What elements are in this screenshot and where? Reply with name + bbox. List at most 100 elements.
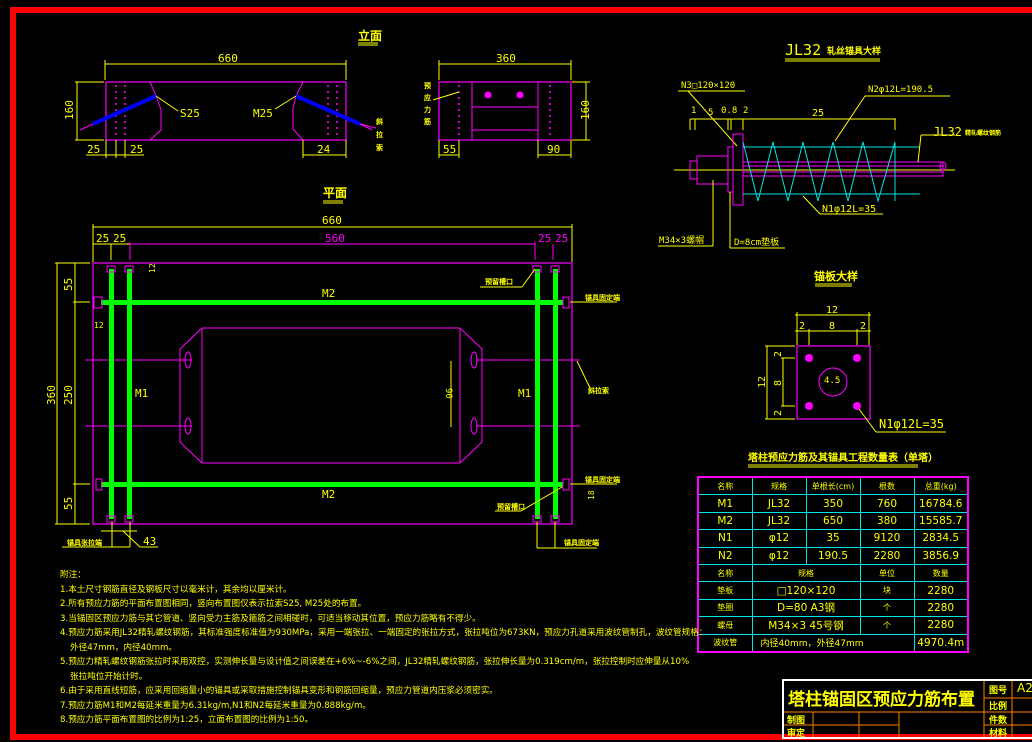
table-header-row-2: 名称 规格 单位 数量 bbox=[697, 563, 969, 583]
cell: N1 bbox=[697, 529, 753, 548]
drawing-no: A2 bbox=[1017, 681, 1032, 695]
note-line: 6.由于采用直线短筋，应采用回缩量小的锚具或采取措施控制锚具变形和钢筋回缩量，预… bbox=[60, 686, 498, 696]
table-row: 波纹管 内径40mm，外径47mm 4970.4m bbox=[697, 633, 969, 653]
callout-fixed-end-right: 锚具固定端 bbox=[585, 475, 620, 484]
label-scale: 比例 bbox=[989, 702, 1008, 712]
plan-dim-250: 250 bbox=[62, 385, 75, 405]
th-length: 单根长(cm) bbox=[805, 476, 861, 496]
anchor-dim-0-8: 0.8 bbox=[721, 106, 737, 116]
table-row: M2 JL32 650 380 15585.7 bbox=[697, 511, 969, 531]
plan-dim-55-top: 55 bbox=[62, 278, 75, 291]
note-line: 4.预应力筋采用JL32精轧螺纹钢筋，其标准强度标准值为930MPa，采用一端张… bbox=[60, 628, 708, 638]
quantity-table: 名称 规格 单根长(cm) 根数 总重(kg) M1 JL32 350 760 … bbox=[697, 476, 969, 653]
anchor-nut: M34×3螺帽 bbox=[659, 234, 704, 246]
cell: D=80 A3钢 bbox=[751, 598, 861, 618]
bar-m1-left-b bbox=[127, 269, 132, 519]
elevation-left-view: 660 S25 M25 160 25 25 24 斜拉索 bbox=[63, 52, 383, 158]
elev-dim-24: 24 bbox=[317, 143, 331, 156]
drawing-title: 塔柱锚固区预应力筋布置 bbox=[788, 690, 975, 710]
qty-table-title: 塔柱预应力筋及其锚具工程数量表（单塔） bbox=[748, 451, 938, 464]
plan-height-360: 360 bbox=[45, 385, 58, 405]
anchor-n2: N2φ12L=190.5 bbox=[868, 85, 933, 95]
cell: JL32 bbox=[751, 494, 807, 513]
anchor-dim-25: 25 bbox=[812, 108, 824, 119]
table-row: 垫圈 D=80 A3钢 个 2280 bbox=[697, 598, 969, 618]
cell: φ12 bbox=[751, 546, 807, 565]
label-drawing-no: 图号 bbox=[989, 686, 1008, 696]
plate-detail: 锚板大样 12 2 8 2 4.5 12 2 8 2 N1φ12L=35 bbox=[757, 269, 946, 433]
cell: 3856.9 bbox=[913, 546, 969, 565]
plate-h-12: 12 bbox=[757, 376, 768, 388]
cell: 760 bbox=[859, 494, 915, 513]
th-spec: 规格 bbox=[751, 476, 807, 496]
elev-height-160-right: 160 bbox=[579, 100, 592, 120]
table-header-row: 名称 规格 单根长(cm) 根数 总重(kg) bbox=[697, 476, 969, 496]
elev-width-360: 360 bbox=[496, 52, 516, 65]
bar-m2-bottom bbox=[101, 482, 563, 487]
plate-hole-4-5: 4.5 bbox=[824, 376, 840, 386]
anchor-title-suffix: 轧丝锚具大样 bbox=[827, 45, 881, 57]
notes-title: 附注： bbox=[60, 570, 86, 580]
anchor-washer: D=8cm垫板 bbox=[734, 236, 779, 248]
elevation-title: 立面 bbox=[358, 28, 382, 43]
anchor-dim-5: 5 bbox=[708, 108, 713, 118]
bar-label-m2-bottom: M2 bbox=[322, 488, 335, 501]
note-line: 外径47mm，内径40mm。 bbox=[70, 642, 177, 653]
plan-dim-25-tr-a: 25 bbox=[538, 232, 551, 245]
note-line: 7.预应力筋M1和M2每延米重量为6.31kg/m,N1和N2每延米重量为0.8… bbox=[60, 700, 371, 711]
elev-height-160: 160 bbox=[63, 100, 76, 120]
anchor-dim-2: 2 bbox=[743, 106, 748, 116]
plan-dim-25-tl-b: 25 bbox=[113, 232, 126, 245]
plate-h-8: 8 bbox=[773, 380, 784, 386]
elev-dim-55: 55 bbox=[443, 143, 456, 156]
label-drawn: 制图 bbox=[787, 716, 806, 726]
plan-width-660: 660 bbox=[322, 214, 342, 227]
th2-unit: 单位 bbox=[859, 563, 915, 583]
bar-m1-left-a bbox=[109, 269, 114, 519]
plate-title: 锚板大样 bbox=[814, 269, 858, 283]
strand-s25 bbox=[92, 94, 157, 126]
cell: 35 bbox=[805, 529, 861, 548]
drawing-frame bbox=[10, 7, 1032, 740]
title-block: 塔柱锚固区预应力筋布置 图号 A2 比例 件数 材料 制图 审定 bbox=[782, 679, 1032, 739]
cell: JL32 bbox=[751, 511, 807, 531]
plan-dim-90: 90 bbox=[443, 388, 453, 399]
elev-dim-25a: 25 bbox=[87, 143, 100, 156]
plan-dim-25-tl-a: 25 bbox=[96, 232, 109, 245]
anchor-dim-1: 1 bbox=[691, 106, 696, 116]
cell: 2834.5 bbox=[913, 529, 969, 548]
callout-tension-end: 锚具张拉端 bbox=[67, 538, 102, 547]
note-line: 3.当锚固区预应力筋与其它管道、竖向受力主筋及箍筋之间相碰时，可适当移动其位置，… bbox=[60, 613, 481, 624]
plan-dim-55-bot: 55 bbox=[62, 497, 75, 510]
callout-prestress-bar: 预应力筋 bbox=[423, 81, 431, 126]
plan-dim-12-left: 12 bbox=[94, 321, 104, 330]
callout-cable-elev: 斜拉索 bbox=[375, 117, 383, 152]
table-row: 螺母 M34×3 45号钢 个 2280 bbox=[697, 616, 969, 635]
bar-label-m1-right: M1 bbox=[518, 387, 531, 400]
cell: 4970.4m bbox=[913, 633, 969, 653]
label-pieces: 件数 bbox=[989, 716, 1008, 726]
cell: 15585.7 bbox=[913, 511, 969, 531]
table-row: N1 φ12 35 9120 2834.5 bbox=[697, 529, 969, 548]
label-checked: 审定 bbox=[787, 729, 806, 739]
table-row: 垫板 □120×120 块 2280 bbox=[697, 581, 969, 600]
anchor-detail: JL32 轧丝锚具大样 N3□120×120 N2φ12L=190.5 1 5 … bbox=[658, 41, 1001, 249]
cell: 2280 bbox=[913, 581, 969, 600]
cell: 650 bbox=[805, 511, 861, 531]
cell: 380 bbox=[859, 511, 915, 531]
cell: M34×3 45号钢 bbox=[751, 616, 861, 635]
cell: 螺母 bbox=[697, 616, 753, 635]
strand-m25 bbox=[295, 94, 361, 126]
cell: 2280 bbox=[859, 546, 915, 565]
note-line: 8.预应力筋平面布置图的比例为1:25，立面布置图的比例为1:50。 bbox=[60, 715, 314, 725]
label-m25: M25 bbox=[253, 107, 273, 120]
th2-qty: 数量 bbox=[913, 563, 969, 583]
cell: 块 bbox=[859, 581, 915, 600]
cell: M2 bbox=[697, 511, 753, 531]
th-weight: 总重(kg) bbox=[913, 476, 969, 496]
plate-callout-n1: N1φ12L=35 bbox=[879, 417, 944, 431]
bar-m1-right-b bbox=[553, 269, 558, 519]
note-line: 张拉吨位开始计时。 bbox=[70, 671, 148, 682]
cell: 190.5 bbox=[805, 546, 861, 565]
